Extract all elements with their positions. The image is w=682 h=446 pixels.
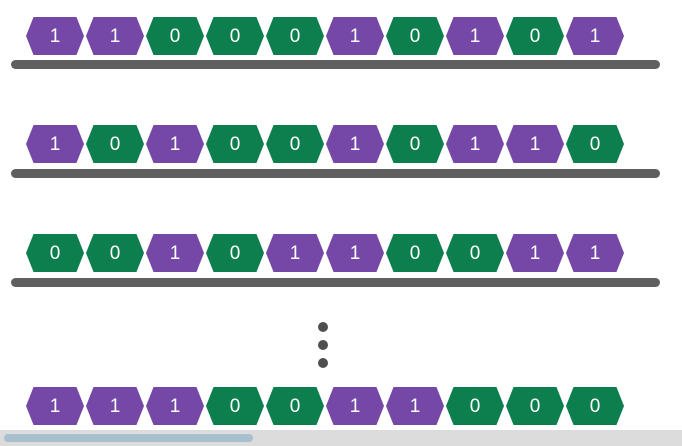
bit-cell: 1	[566, 234, 624, 272]
ellipsis-dot	[318, 340, 328, 350]
bit-cell: 0	[386, 17, 444, 55]
bit-cell: 0	[206, 17, 264, 55]
bit-cell: 0	[446, 234, 504, 272]
bit-cell: 1	[506, 125, 564, 163]
bit-cell: 0	[266, 17, 324, 55]
bit-cell: 1	[326, 125, 384, 163]
bit-cell: 0	[266, 125, 324, 163]
horizontal-scrollbar[interactable]	[0, 430, 682, 446]
bit-cell: 0	[566, 125, 624, 163]
bit-cell: 0	[566, 387, 624, 425]
bit-cell: 0	[86, 125, 144, 163]
bit-cell: 0	[506, 387, 564, 425]
bit-cell: 1	[566, 17, 624, 55]
bit-cell: 1	[266, 234, 324, 272]
bit-cell: 0	[206, 387, 264, 425]
bit-cell: 1	[86, 17, 144, 55]
bit-cell: 1	[26, 17, 84, 55]
bit-cell: 0	[86, 234, 144, 272]
sequence-row-2: 1 0 1 0 0 1 0 1 1 0	[26, 125, 626, 163]
bit-cell: 0	[386, 234, 444, 272]
sequence-baseline-1	[11, 60, 660, 69]
bit-cell: 1	[146, 125, 204, 163]
bit-cell: 0	[266, 387, 324, 425]
bit-cell: 1	[26, 125, 84, 163]
bit-cell: 0	[446, 387, 504, 425]
bit-cell: 1	[86, 387, 144, 425]
sequence-baseline-3	[11, 278, 660, 287]
bit-cell: 0	[206, 234, 264, 272]
sequence-row-1: 1 1 0 0 0 1 0 1 0 1	[26, 17, 626, 55]
ellipsis-dot	[318, 358, 328, 368]
bit-cell: 0	[146, 17, 204, 55]
bit-cell: 0	[26, 234, 84, 272]
ellipsis-dot	[318, 322, 328, 332]
bit-cell: 1	[506, 234, 564, 272]
bit-cell: 1	[146, 387, 204, 425]
sequence-row-3: 0 0 1 0 1 1 0 0 1 1	[26, 234, 626, 272]
bit-cell: 1	[446, 17, 504, 55]
scrollbar-thumb[interactable]	[4, 434, 253, 442]
bit-cell: 1	[26, 387, 84, 425]
bit-cell: 0	[506, 17, 564, 55]
bit-cell: 1	[386, 387, 444, 425]
sequence-baseline-2	[11, 169, 660, 178]
bit-cell: 1	[326, 234, 384, 272]
bit-cell: 0	[386, 125, 444, 163]
bit-cell: 1	[146, 234, 204, 272]
sequence-row-last: 1 1 1 0 0 1 1 0 0 0	[26, 387, 626, 425]
bit-cell: 0	[206, 125, 264, 163]
bit-cell: 1	[446, 125, 504, 163]
bit-cell: 1	[326, 17, 384, 55]
bit-cell: 1	[326, 387, 384, 425]
